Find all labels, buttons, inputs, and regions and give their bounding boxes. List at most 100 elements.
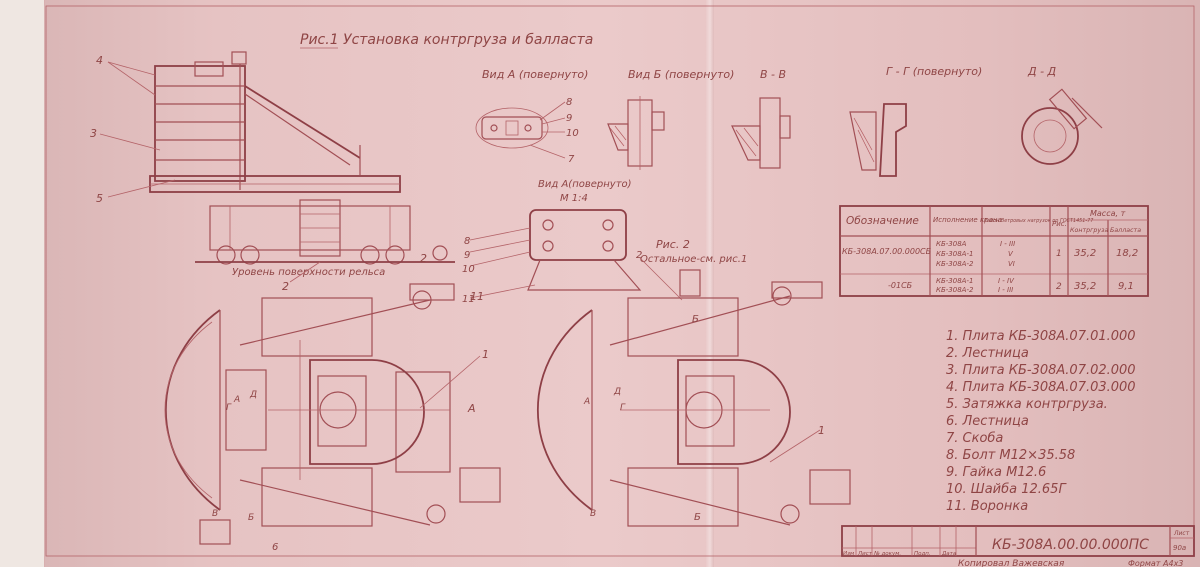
row1-zone-3: VI: [1008, 260, 1015, 268]
callout-2: 2: [282, 280, 289, 293]
callout-5: 5: [96, 192, 103, 205]
row1-designation: КБ-308А.07.00.000СБ: [842, 247, 932, 256]
plan1-section-a: А: [467, 402, 476, 415]
th-fig: Рис.: [1052, 220, 1067, 228]
th-zone: Район Ветровых нагрузок по ГОСТ1451-77: [984, 218, 1094, 224]
plan1-callout-1: 1: [482, 348, 489, 361]
plan1-mark-d: Д: [249, 390, 257, 400]
title-block: Изм Лист № докум. Подп. Дата КБ-308А.00.…: [841, 525, 1195, 567]
detail-callout-11: 11: [462, 294, 475, 305]
detail-a-label: Вид А(повернуто): [538, 179, 632, 190]
detail-callout-8: 8: [464, 236, 470, 247]
part-1: 1. Плита КБ-308А.07.01.000: [946, 329, 1136, 344]
plan-view-fig2: 1 Б Д А В Б Г: [536, 269, 851, 527]
part-10: 10. Шайба 12.65Г: [946, 482, 1067, 497]
stamp-col-sheet: Лист: [857, 551, 873, 557]
va-callout-8: 8: [566, 97, 572, 108]
detail-callout-9: 9: [464, 250, 470, 261]
section-v-drawing: [731, 97, 791, 169]
va-callout-9: 9: [566, 113, 572, 124]
fig2-callout-2: 2: [636, 250, 642, 261]
section-d-label: Д - Д: [1027, 65, 1057, 78]
plan2-mark-b-top: Б: [692, 314, 699, 325]
plan1-mark-b: Б: [248, 513, 254, 523]
stamp-sheet-label: Лист: [1173, 530, 1190, 537]
plan2-mark-d: Д: [613, 387, 621, 397]
row1-ballast: 18,2: [1116, 248, 1138, 259]
detail-scale-label: М 1:4: [560, 193, 588, 204]
plan2-callout-1: 1: [818, 424, 825, 437]
stamp-col-date: Дата: [941, 551, 957, 557]
plan1-callout-2: 2: [420, 252, 427, 265]
plan1-mark-a: А: [233, 395, 240, 405]
th-variant: Исполнение крана: [933, 216, 1002, 224]
section-v-label: В - В: [760, 68, 786, 81]
part-3: 3. Плита КБ-308А.07.02.000: [946, 363, 1136, 378]
row2-counterweight: 35,2: [1074, 281, 1096, 292]
stamp-col-sign: Подп.: [914, 551, 931, 557]
parts-list: 1. Плита КБ-308А.07.01.000 2. Лестница 3…: [946, 329, 1136, 514]
row2-designation: -01СБ: [888, 281, 913, 290]
row2-zone-2: I - III: [998, 286, 1013, 294]
section-g-drawing: [849, 103, 907, 177]
row1-zone-2: V: [1008, 250, 1014, 258]
callout-3: 3: [90, 127, 97, 140]
counterweight-stack: [154, 65, 246, 182]
section-d-drawing: [1021, 88, 1103, 165]
row2-variant-1: КБ-308А-1: [936, 277, 973, 285]
detail-view-a: Вид А(повернуто) М 1:4 8 9 10 11: [462, 179, 642, 305]
plan2-mark-a: А: [583, 397, 590, 407]
th-mass: Масса, т: [1090, 209, 1126, 218]
spec-table: Обозначение Исполнение крана Район Ветро…: [839, 205, 1149, 297]
stamp-sheet-number: 90а: [1173, 544, 1186, 552]
section-g-label: Г - Г (повернуто): [886, 65, 982, 78]
th-designation: Обозначение: [846, 215, 919, 227]
part-2: 2. Лестница: [946, 346, 1029, 361]
part-9: 9. Гайка М12.6: [946, 465, 1046, 480]
part-7: 7. Скоба: [946, 431, 1003, 446]
th-ballast: Балласта: [1110, 227, 1141, 234]
plan1-mark-v: В: [212, 509, 218, 519]
row1-variant-3: КБ-308А-2: [936, 260, 974, 268]
rail-level-label: Уровень поверхности рельса: [232, 267, 385, 278]
paper-fold: [706, 0, 714, 567]
row1-fig: 1: [1056, 249, 1062, 259]
plan1-callout-6: 6: [272, 542, 278, 553]
side-elevation: Уровень поверхности рельса 4 3 5 2: [90, 51, 455, 293]
plan-view-fig1: 1 2 11 А Д Г А В Б 6: [164, 252, 501, 553]
view-a-label: Вид А (повернуто): [482, 68, 588, 81]
row2-ballast: 9,1: [1118, 281, 1134, 292]
detail-callout-10: 10: [462, 264, 475, 275]
plan1-callout-11: 11: [470, 290, 484, 303]
part-5: 5. Затяжка контргруза.: [946, 397, 1108, 412]
part-8: 8. Болт М12×35.58: [946, 448, 1075, 463]
stamp-col-change: Изм: [843, 551, 854, 557]
stamp-col-doc: № докум.: [873, 551, 901, 557]
row2-variant-2: КБ-308А-2: [936, 286, 974, 294]
va-callout-7: 7: [568, 154, 575, 165]
sheet-frame: [45, 5, 1195, 557]
row1-variant-1: КБ-308А: [936, 240, 967, 248]
fig2-note: Остальное-см. рис.1: [640, 254, 747, 265]
plan1-mark-g: Г: [226, 403, 232, 413]
sheet-format: Формат А4х3: [1128, 559, 1183, 567]
plan2-mark-b-bottom: Б: [694, 512, 701, 523]
view-b-drawing: [607, 96, 665, 170]
copied-by: Копировал Важевская: [958, 559, 1065, 567]
view-a-drawing: 8 9 10 7: [475, 97, 579, 165]
row2-zone-1: I - IV: [998, 277, 1015, 285]
fig2-title: Рис. 2: [656, 238, 690, 251]
part-11: 11. Воронка: [946, 499, 1028, 514]
fig1-title: Рис.1 Установка контргруза и балласта: [300, 32, 593, 48]
view-b-label: Вид Б (повернуто): [628, 68, 734, 81]
callout-4: 4: [96, 54, 103, 67]
row2-fig: 2: [1056, 282, 1062, 292]
row1-zone-1: I - III: [1000, 240, 1015, 248]
drawing-code: КБ-308А.00.00.000ПС: [992, 537, 1149, 553]
va-callout-10: 10: [566, 128, 579, 139]
row1-variant-2: КБ-308А-1: [936, 250, 973, 258]
row1-counterweight: 35,2: [1074, 248, 1096, 259]
binding-margin: [0, 0, 45, 567]
